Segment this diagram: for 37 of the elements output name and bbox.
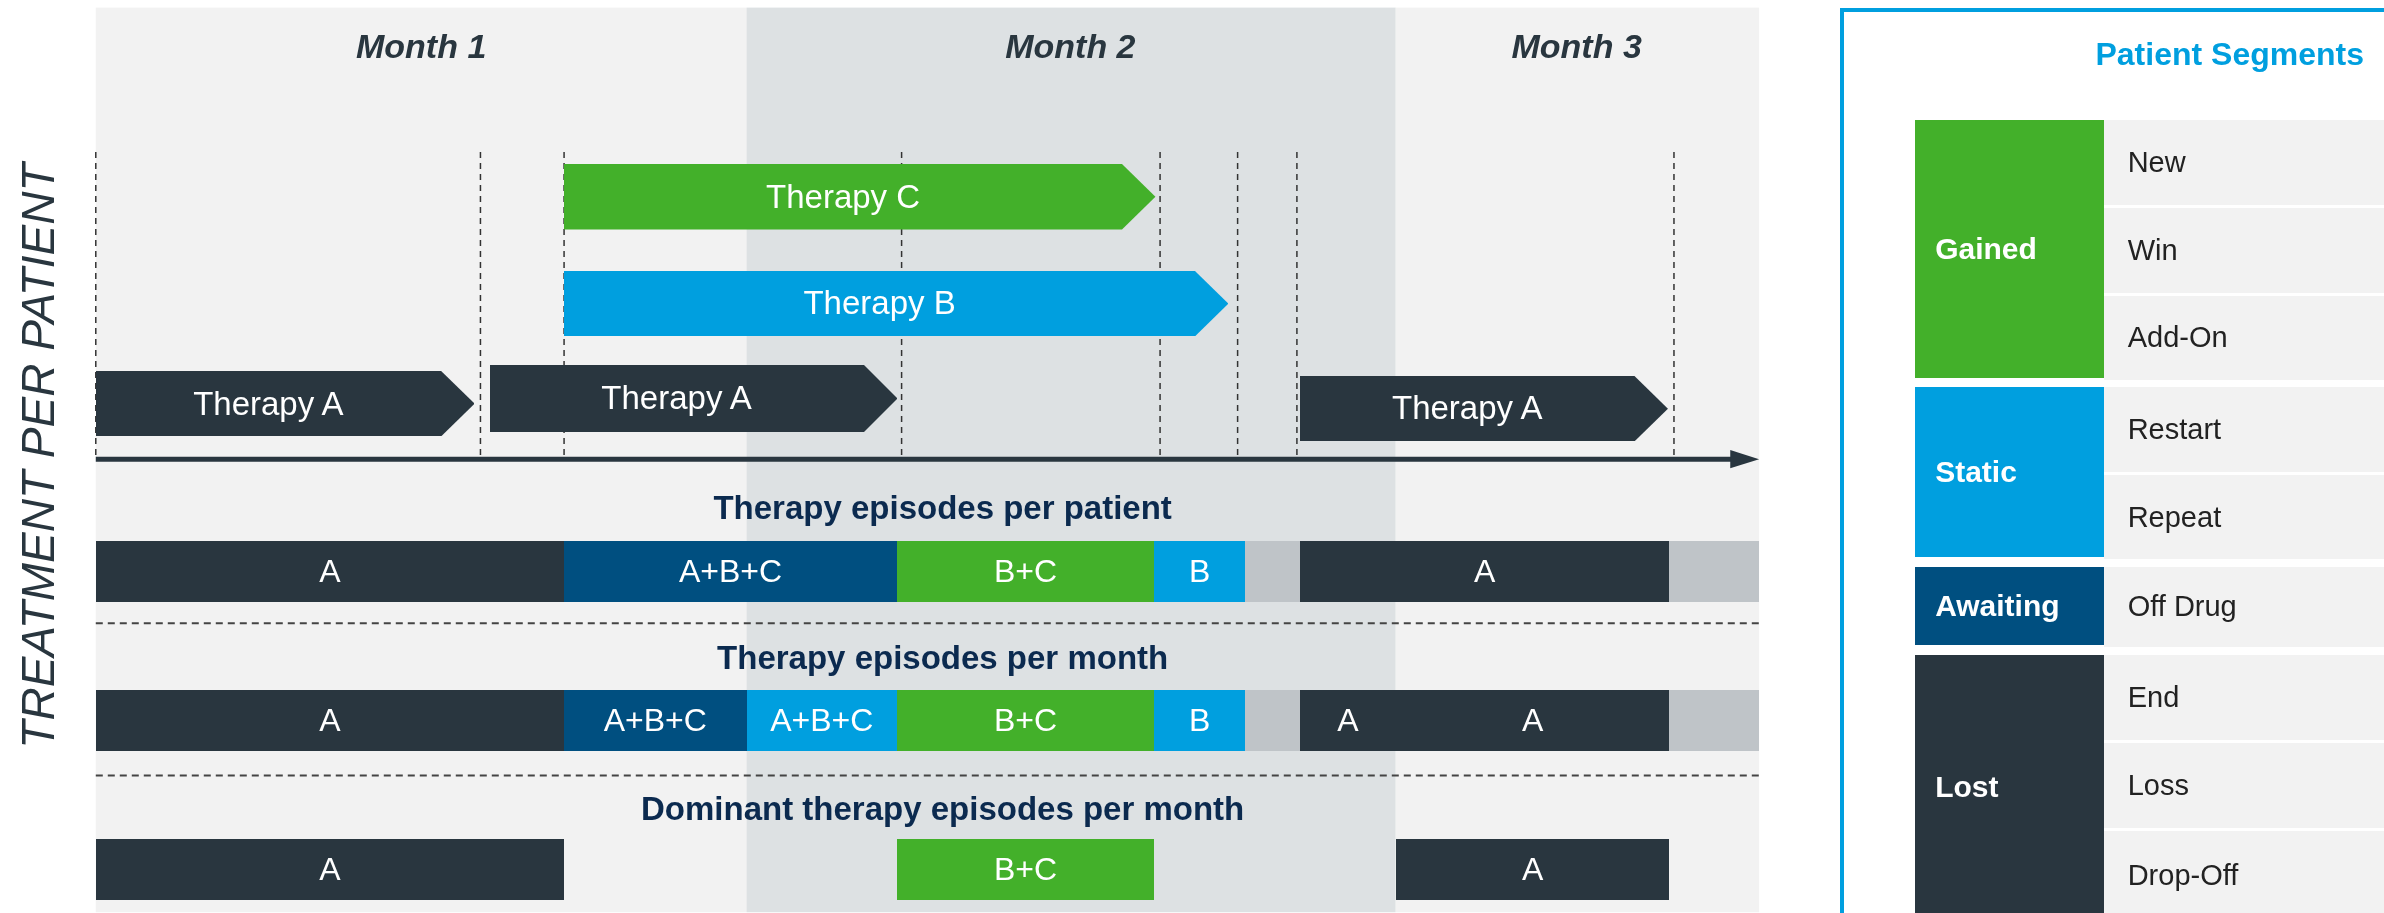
section-heading: Dominant therapy episodes per month: [641, 789, 1245, 828]
episode-bar: A: [95, 541, 565, 603]
therapy-band: Therapy B: [564, 270, 1229, 336]
episode-bar: A: [1395, 839, 1670, 901]
segment-row: Repeat: [2103, 475, 2384, 562]
empty-episode-bar: [1245, 690, 1300, 752]
panel-title: Patient Segments: [2095, 35, 2364, 73]
episode-bar: B+C: [897, 690, 1154, 752]
section-heading: Therapy episodes per month: [717, 639, 1169, 678]
episode-bar: A: [1395, 690, 1670, 752]
episode-bar: A: [95, 839, 565, 901]
episode-bar: A: [1299, 541, 1670, 603]
segment-panel: [1839, 7, 2384, 913]
section-heading: Therapy episodes per patient: [713, 488, 1172, 527]
segment-row: Drop-Off: [2103, 831, 2384, 913]
episode-bar: A+B+C: [746, 690, 898, 752]
episode-bar: A+B+C: [564, 541, 898, 603]
segment-row: Add-On: [2103, 295, 2384, 383]
therapy-band: Therapy C: [564, 164, 1156, 230]
episode-bar: A: [95, 690, 565, 752]
therapy-band: Therapy A: [1299, 375, 1668, 441]
segment-row: New: [2103, 119, 2384, 208]
month-heading: Month 1: [356, 26, 487, 66]
empty-episode-bar: [1245, 541, 1300, 603]
segment-row: End: [2103, 654, 2384, 743]
episode-bar: A: [1299, 690, 1396, 752]
therapy-band: Therapy A: [95, 370, 475, 437]
episode-bar: B: [1154, 541, 1246, 603]
month-heading: Month 3: [1511, 26, 1642, 66]
segment-row: Win: [2103, 207, 2384, 296]
episode-bar: B+C: [897, 839, 1154, 901]
episode-bar: B: [1154, 690, 1246, 752]
episode-bar: A+B+C: [564, 690, 747, 752]
month-heading: Month 2: [1005, 26, 1136, 66]
segment-block: Lost: [1915, 654, 2104, 913]
episode-bar: B+C: [897, 541, 1154, 603]
therapy-band: Therapy A: [489, 364, 898, 432]
